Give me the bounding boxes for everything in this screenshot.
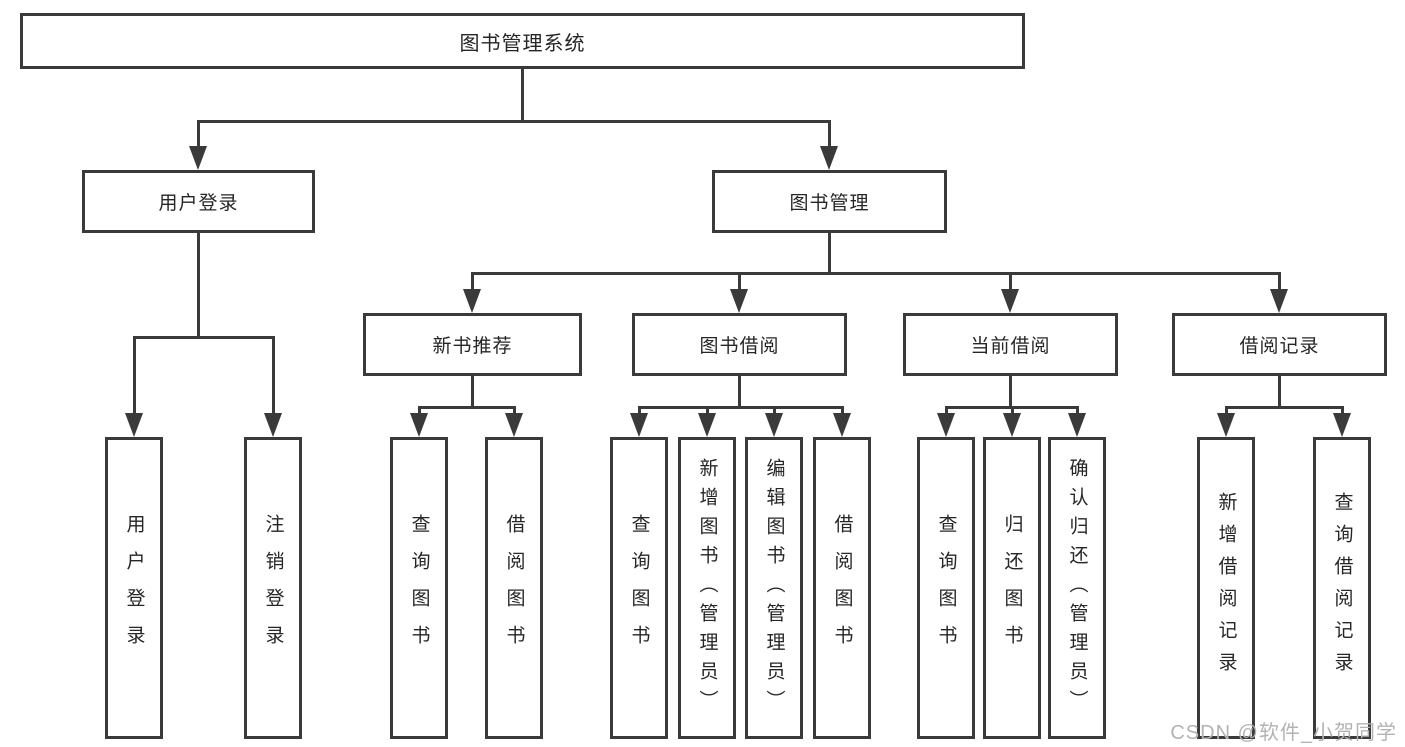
node-label: 用户登录 [123, 514, 145, 662]
node-book-management-system: 图书管理系统 [20, 13, 1025, 69]
node-label: 确认归还（管理员） [1066, 457, 1088, 719]
arrow-down-icon [937, 413, 955, 437]
connector-line-horizontal [1225, 406, 1344, 409]
arrow-down-icon [630, 413, 648, 437]
connector-line-vertical [133, 336, 136, 413]
arrow-down-icon [765, 413, 783, 437]
node-book-management: 图书管理 [712, 170, 947, 233]
leaf-add-borrow-record: 新增借阅记录 [1197, 437, 1255, 739]
connector-line-vertical [1009, 376, 1012, 406]
connector-line-vertical [1278, 272, 1281, 289]
connector-line-vertical [418, 406, 421, 413]
connector-line-vertical [1009, 272, 1012, 289]
node-borrowing-records: 借阅记录 [1172, 313, 1387, 376]
node-label: 编辑图书（管理员） [763, 457, 785, 719]
connector-line-vertical [471, 376, 474, 406]
connector-line-vertical [828, 233, 831, 272]
leaf-query-borrow-record: 查询借阅记录 [1313, 437, 1371, 739]
arrow-down-icon [1217, 413, 1235, 437]
arrow-down-icon [820, 146, 838, 170]
node-label: 当前借阅 [970, 336, 1051, 357]
arrow-down-icon [1068, 413, 1086, 437]
node-label: 图书借阅 [699, 336, 780, 357]
arrow-down-icon [1270, 289, 1288, 313]
connector-line-vertical [1278, 376, 1281, 406]
node-label: 注销登录 [262, 514, 284, 662]
arrow-down-icon [463, 289, 481, 313]
leaf-query-books-borrowing: 查询图书 [610, 437, 668, 739]
connector-line-vertical [513, 406, 516, 413]
connector-line-horizontal [418, 406, 516, 409]
arrow-down-icon [505, 413, 523, 437]
connector-line-vertical [738, 272, 741, 289]
connector-line-vertical [638, 406, 641, 413]
node-label: 新增图书（管理员） [696, 457, 718, 719]
arrow-down-icon [1001, 289, 1019, 313]
connector-line-vertical [841, 406, 844, 413]
leaf-query-books-current: 查询图书 [917, 437, 975, 739]
node-label: 借阅图书 [831, 514, 853, 662]
node-label: 新书推荐 [432, 336, 513, 357]
connector-line-vertical [773, 406, 776, 413]
arrow-down-icon [730, 289, 748, 313]
node-label: 新增借阅记录 [1215, 492, 1237, 684]
leaf-return-books: 归还图书 [983, 437, 1041, 739]
node-label: 图书管理系统 [459, 32, 586, 55]
leaf-add-books-admin: 新增图书（管理员） [678, 437, 736, 739]
connector-line-vertical [1076, 406, 1079, 413]
leaf-confirm-return-admin: 确认归还（管理员） [1048, 437, 1106, 739]
leaf-query-books-recommend: 查询图书 [390, 437, 448, 739]
node-book-borrowing: 图书借阅 [632, 313, 847, 376]
connector-line-vertical [521, 69, 524, 120]
arrow-down-icon [833, 413, 851, 437]
node-label: 归还图书 [1001, 514, 1023, 662]
connector-line-vertical [197, 233, 200, 336]
connector-line-vertical [706, 406, 709, 413]
connector-line-vertical [1341, 406, 1344, 413]
connector-line-horizontal [197, 120, 831, 123]
node-label: 查询借阅记录 [1331, 492, 1353, 684]
connector-line-vertical [945, 406, 948, 413]
node-label: 用户登录 [158, 193, 239, 214]
node-current-borrowing: 当前借阅 [903, 313, 1118, 376]
leaf-edit-books-admin: 编辑图书（管理员） [745, 437, 803, 739]
leaf-user-login: 用户登录 [105, 437, 163, 739]
connector-line-vertical [738, 376, 741, 406]
node-label: 查询图书 [628, 514, 650, 662]
node-new-book-recommendation: 新书推荐 [363, 313, 582, 376]
node-label: 查询图书 [935, 514, 957, 662]
arrow-down-icon [189, 146, 207, 170]
node-label: 借阅图书 [503, 514, 525, 662]
connector-line-vertical [272, 336, 275, 413]
connector-line-vertical [1225, 406, 1228, 413]
connector-line-vertical [828, 120, 831, 146]
arrow-down-icon [410, 413, 428, 437]
connector-line-vertical [197, 120, 200, 146]
node-user-login: 用户登录 [82, 170, 315, 233]
arrow-down-icon [698, 413, 716, 437]
connector-line-vertical [1011, 406, 1014, 413]
connector-line-horizontal [471, 272, 1281, 275]
connector-line-horizontal [638, 406, 844, 409]
node-label: 查询图书 [408, 514, 430, 662]
arrow-down-icon [125, 413, 143, 437]
leaf-borrow-books-borrowing: 借阅图书 [813, 437, 871, 739]
leaf-borrow-books-recommend: 借阅图书 [485, 437, 543, 739]
connector-line-vertical [471, 272, 474, 289]
connector-line-horizontal [133, 336, 275, 339]
leaf-logout: 注销登录 [244, 437, 302, 739]
arrow-down-icon [264, 413, 282, 437]
arrow-down-icon [1003, 413, 1021, 437]
node-label: 图书管理 [789, 193, 870, 214]
arrow-down-icon [1333, 413, 1351, 437]
node-label: 借阅记录 [1239, 336, 1320, 357]
